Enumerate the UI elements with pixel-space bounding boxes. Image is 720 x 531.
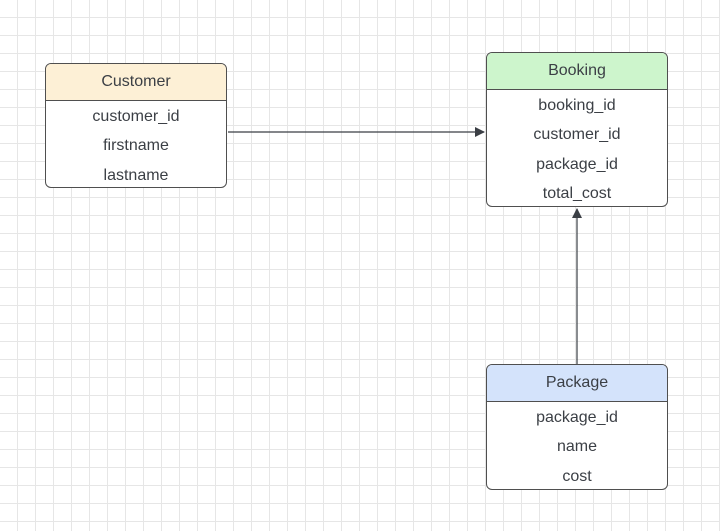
field-firstname[interactable]: firstname	[103, 137, 169, 155]
field-package-name[interactable]: name	[556, 438, 598, 456]
entity-package-fields: package_id name cost	[487, 402, 667, 489]
entity-booking[interactable]: Booking booking_id customer_id package_i…	[486, 52, 668, 207]
field-total-cost[interactable]: total_cost	[542, 184, 612, 202]
entity-booking-header[interactable]: Booking	[487, 53, 667, 90]
entity-customer-header[interactable]: Customer	[46, 64, 226, 101]
field-booking-customer-id[interactable]: customer_id	[533, 126, 621, 144]
entity-package[interactable]: Package package_id name cost	[486, 364, 668, 490]
entity-package-header[interactable]: Package	[487, 365, 667, 402]
entity-booking-fields: booking_id customer_id package_id total_…	[487, 90, 667, 206]
entity-customer[interactable]: Customer customer_id firstname lastname	[45, 63, 227, 188]
field-booking-id[interactable]: booking_id	[538, 97, 616, 114]
field-cost[interactable]: cost	[562, 467, 592, 485]
entity-customer-fields: customer_id firstname lastname	[46, 101, 226, 187]
field-lastname[interactable]: lastname	[103, 166, 169, 184]
field-package-id[interactable]: package_id	[536, 409, 618, 426]
field-booking-package-id[interactable]: package_id	[536, 155, 618, 173]
field-customer-id[interactable]: customer_id	[92, 108, 180, 125]
